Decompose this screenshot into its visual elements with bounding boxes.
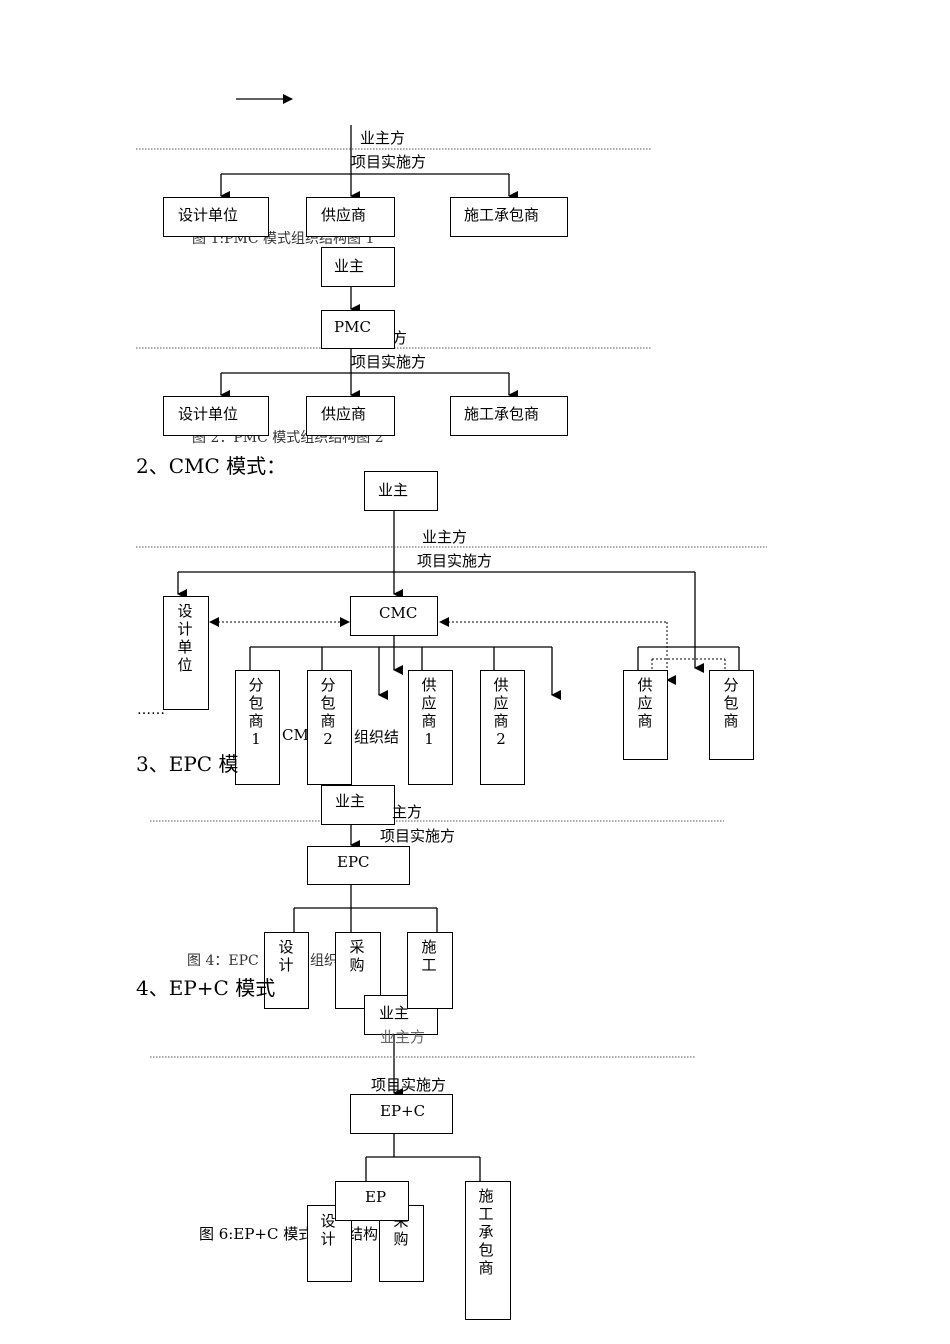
figure-4-caption: 图 4：EPC xyxy=(187,953,259,969)
ep-text: EP xyxy=(365,1188,387,1206)
procure-text: 采购 xyxy=(349,938,365,974)
owner-box-4 xyxy=(321,785,395,825)
owner-side-label-2-partial: 方 xyxy=(392,329,408,347)
heading-epc: 3、EPC 模 xyxy=(136,752,239,776)
implementer-side-label-2: 项目实施方 xyxy=(351,353,427,371)
supplier-text-2: 供应商 xyxy=(321,405,367,423)
subcontractor-2-box xyxy=(307,670,352,785)
figure-3-caption-partial-2: 组织结 xyxy=(354,728,400,746)
design-unit-box-2 xyxy=(163,396,269,436)
subcontractor-2-text: 分包商2 xyxy=(320,676,336,748)
owner-side-label-5: 业主方 xyxy=(380,1028,426,1046)
supplier-box-3 xyxy=(623,670,668,760)
pmc-box xyxy=(321,310,395,349)
ep-box xyxy=(335,1181,409,1221)
supplier-box-2 xyxy=(306,396,395,436)
supplier-text-1: 供应商 xyxy=(321,206,367,224)
heading-cmc: 2、CMC 模式： xyxy=(136,454,287,478)
design-box xyxy=(264,932,309,1009)
implementer-side-label-3: 项目实施方 xyxy=(417,552,493,570)
contractor-text-2: 施工承包商 xyxy=(464,405,540,423)
design-unit-text-2: 设计单位 xyxy=(178,405,239,423)
owner-text-4: 业主 xyxy=(335,792,366,810)
supplier-text-3: 供应商 xyxy=(637,676,653,730)
supplier-box-1 xyxy=(306,197,395,237)
heading-epc-plus-c: 4、EP+C 模式 xyxy=(136,976,276,1000)
owner-box-2 xyxy=(321,247,395,287)
subcontractor-1-text: 分包商1 xyxy=(248,676,264,748)
contractor-box-6 xyxy=(465,1181,511,1320)
construct-box xyxy=(407,932,453,1009)
owner-box-3 xyxy=(364,471,438,511)
figure-4-caption-partial: 组织 xyxy=(310,953,338,969)
supplier-2-text: 供应商2 xyxy=(493,676,509,748)
subcontractor-text-3: 分包商 xyxy=(723,676,739,730)
owner-side-label-4-partial: 主方 xyxy=(392,803,423,821)
implementer-side-label-4: 项目实施方 xyxy=(380,827,456,845)
supplier-2-box xyxy=(480,670,525,785)
owner-side-label-1: 业主方 xyxy=(360,129,406,147)
supplier-1-box xyxy=(408,670,453,785)
design-text: 设计 xyxy=(278,938,294,974)
owner-text-5: 业主 xyxy=(379,1004,410,1022)
figure-3-caption-partial-1: CM xyxy=(282,726,309,744)
contractor-text-1: 施工承包商 xyxy=(464,206,540,224)
owner-text-2: 业主 xyxy=(334,257,365,275)
epc-box xyxy=(307,846,410,885)
epc-plus-c-box xyxy=(350,1094,453,1134)
cmc-box xyxy=(350,596,438,636)
cmc-text: CMC xyxy=(379,604,418,622)
implementer-side-label-1: 项目实施方 xyxy=(351,153,427,171)
design-unit-text-3: 设计单位 xyxy=(177,602,193,674)
ellipsis: …… xyxy=(137,702,165,718)
epc-plus-c-text: EP+C xyxy=(380,1102,426,1120)
implementer-side-label-5: 项目实施方 xyxy=(371,1076,447,1094)
contractor-text-6: 施工承包商 xyxy=(478,1187,494,1277)
figure-6-caption-partial: 结构 xyxy=(348,1225,379,1243)
design-unit-text-1: 设计单位 xyxy=(178,206,239,224)
contractor-box-2 xyxy=(450,396,568,436)
epc-text: EPC xyxy=(337,853,370,871)
construct-text: 施工 xyxy=(421,938,437,974)
owner-side-label-3: 业主方 xyxy=(422,528,468,546)
owner-text-3: 业主 xyxy=(378,481,409,499)
subcontractor-box-3 xyxy=(709,670,754,760)
design-unit-box-3 xyxy=(163,596,209,710)
figure-6-caption: 图 6:EP+C 模式 xyxy=(199,1225,314,1243)
design-unit-box-1 xyxy=(163,197,269,237)
contractor-box-1 xyxy=(450,197,568,237)
subcontractor-1-box xyxy=(235,670,280,785)
design-text-6: 设计 xyxy=(320,1212,336,1248)
supplier-1-text: 供应商1 xyxy=(421,676,437,748)
pmc-text: PMC xyxy=(334,318,371,336)
